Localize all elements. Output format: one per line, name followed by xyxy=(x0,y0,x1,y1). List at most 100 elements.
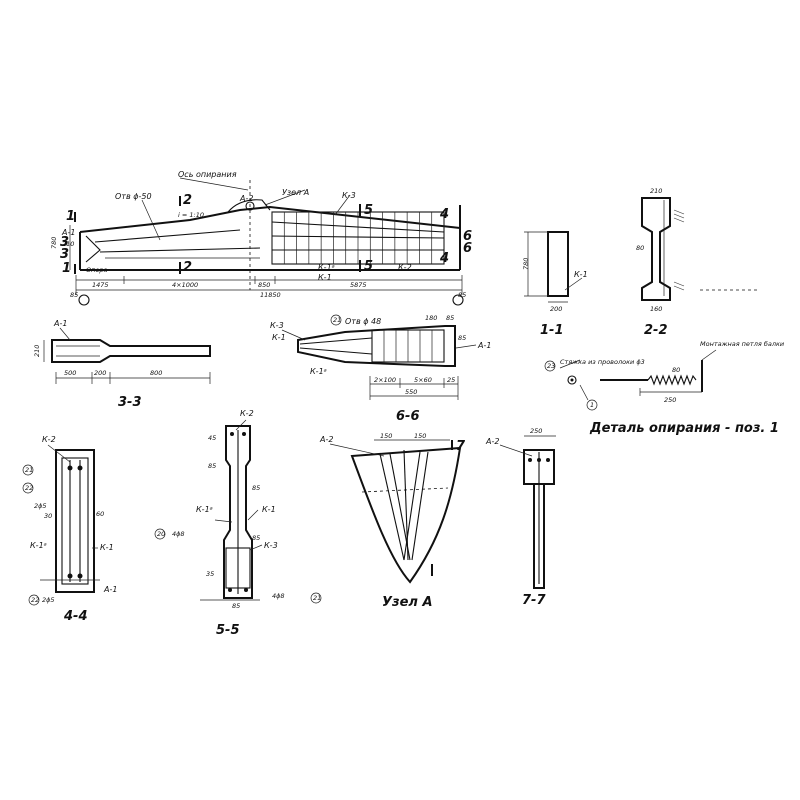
s44-callout-1: 22 xyxy=(25,484,33,492)
dim-height: 780 xyxy=(50,237,58,249)
left-support xyxy=(78,294,90,306)
s1-dim-w: 200 xyxy=(550,305,562,313)
dim-top: 210 xyxy=(62,240,74,248)
s55-label-k1a: К-1ᵃ xyxy=(196,505,213,514)
dim-2: 4×1000 xyxy=(172,281,198,289)
knot-label: Узел А xyxy=(282,188,309,197)
s66-dim-bot-1: 5×60 xyxy=(414,376,432,384)
s55-dim-2: 85 xyxy=(252,484,260,492)
section-5-5: 20 21 К-2 К-1 К-3 К-1ᵃ 45 85 85 85 35 4ϕ… xyxy=(154,409,322,638)
dim-3: 850 xyxy=(258,281,270,289)
section-mark-3-top: 3 xyxy=(60,235,69,250)
dim-total: 11850 xyxy=(260,291,281,299)
detail-callout2: 1 xyxy=(590,401,594,409)
detail-support: 23 1 Стяжка из проволоки ϕ3 Монтажная пе… xyxy=(544,340,784,436)
s66-dim-total: 550 xyxy=(405,388,417,396)
s44-dim-0: 2ϕ5 xyxy=(34,502,47,510)
section-6-6: 21 К-3 К-1 К-1ᵃ А-1 Отв ϕ 48 180 85 85 2… xyxy=(270,314,491,424)
a2-label: А-2 xyxy=(239,194,253,203)
s2-dim-bot: 160 xyxy=(650,305,662,313)
s55-dim-5: 4ϕ8 xyxy=(172,530,185,538)
s66-label-k1a: К-1ᵃ xyxy=(310,367,327,376)
s1-label: К-1 xyxy=(574,270,588,279)
s66-dim-bot-2: 25 xyxy=(447,376,455,384)
s44-callout-0: 21 xyxy=(25,466,33,474)
s44-dim-2: 60 xyxy=(96,510,104,518)
s3-dim-1: 200 xyxy=(94,369,106,377)
a1-label: А-1 xyxy=(61,228,75,237)
right-support xyxy=(452,294,464,306)
slope-label: i = 1:10 xyxy=(178,211,204,219)
knot-title: Узел А xyxy=(382,595,433,610)
knot-dim-0: 150 xyxy=(380,432,392,440)
s55-callout-1: 21 xyxy=(313,594,321,602)
hole-label: Отв ϕ-50 xyxy=(115,192,152,201)
section-mark-4-top: 4 xyxy=(439,207,449,222)
section-1-1: 780 200 К-1 1-1 xyxy=(522,231,588,338)
s66-label-a1: А-1 xyxy=(477,341,491,350)
axis-label: Ось опирания xyxy=(178,170,237,179)
section-mark-4-bot: 4 xyxy=(439,251,449,266)
s55-dim-1: 85 xyxy=(208,462,216,470)
detail-callout: 23 xyxy=(547,362,555,370)
section-mark-2-top: 2 xyxy=(183,193,192,208)
s3-dim-h: 210 xyxy=(33,345,41,357)
section-mark-3-bot: 3 xyxy=(60,247,69,262)
s3-label: А-1 xyxy=(53,319,67,328)
s55-label-k3: К-3 xyxy=(264,541,278,550)
main-elevation-labels: Ось опирания Отв ϕ-50 i = 1:10 Узел А А-… xyxy=(50,170,472,299)
s55-dim-3: 85 xyxy=(252,534,260,542)
k2-label: К-2 xyxy=(398,263,412,272)
knot-dim-1: 150 xyxy=(414,432,426,440)
s77-label: А-2 xyxy=(485,437,499,446)
s55-title: 5-5 xyxy=(216,623,240,638)
section-3-3: А-1 210 500 200 800 3-3 xyxy=(33,319,211,410)
detail-note2: Монтажная петля балки xyxy=(700,340,784,348)
s66-callout: 21 xyxy=(333,316,341,324)
section-mark-1-top: 1 xyxy=(66,209,75,224)
s55-dim-0: 45 xyxy=(208,434,216,442)
k1-label: К-1 xyxy=(318,273,332,282)
s55-callout-0: 20 xyxy=(157,530,165,538)
s2-dim-top: 210 xyxy=(650,187,662,195)
detail-title: Деталь опирания - поз. 1 xyxy=(589,421,779,436)
s77-dim: 250 xyxy=(530,427,542,435)
section-mark-6-bot: 6 xyxy=(463,241,472,256)
s66-title: 6-6 xyxy=(396,409,420,424)
support-label: Опора xyxy=(86,266,107,274)
s55-dim-6: 4ϕ8 xyxy=(272,592,285,600)
s2-dim-mid: 80 xyxy=(636,244,644,252)
knot-a: А-2 150 150 7 Узел А xyxy=(319,432,466,610)
s55-dim-4: 35 xyxy=(206,570,214,578)
s3-title: 3-3 xyxy=(118,395,142,410)
section-mark-5-bot: 5 xyxy=(364,259,373,274)
s44-dim-3: 2ϕ5 xyxy=(42,596,55,604)
knot-mark: 7 xyxy=(456,439,466,454)
section-mark-5-top: 5 xyxy=(364,203,373,218)
s44-label-k2: К-2 xyxy=(42,435,56,444)
s1-dim-h: 780 xyxy=(522,258,530,270)
s66-dim-top-1: 85 xyxy=(446,314,454,322)
main-elevation xyxy=(69,177,464,306)
s44-label-a1: А-1 xyxy=(103,585,117,594)
section-7-7: А-2 250 7-7 xyxy=(485,427,556,608)
dim-left-end: 85 xyxy=(70,291,78,299)
detail-note1: Стяжка из проволоки ϕ3 xyxy=(560,358,645,366)
s66-label-k3: К-3 xyxy=(270,321,284,330)
s2-title: 2-2 xyxy=(644,323,668,338)
knot-label-a2: А-2 xyxy=(319,435,333,444)
detail-dim1: 80 xyxy=(672,366,680,374)
dim-right-end: 85 xyxy=(458,291,466,299)
s66-label-k1: К-1 xyxy=(272,333,286,342)
section-mark-2-bot: 2 xyxy=(183,260,192,275)
dim-1: 1475 xyxy=(92,281,109,289)
s1-title: 1-1 xyxy=(540,323,564,338)
s55-label-k1: К-1 xyxy=(262,505,276,514)
s44-title: 4-4 xyxy=(63,609,88,624)
s77-title: 7-7 xyxy=(522,593,546,608)
section-mark-1-bot: 1 xyxy=(62,261,71,276)
s44-label-k1a: К-1ᵃ xyxy=(30,541,47,550)
s66-dim-side: 85 xyxy=(458,334,466,342)
section-4-4: 21 22 22 К-2 К-1ᵃ К-1 А-1 2ϕ5 30 60 2ϕ5 … xyxy=(22,435,117,624)
